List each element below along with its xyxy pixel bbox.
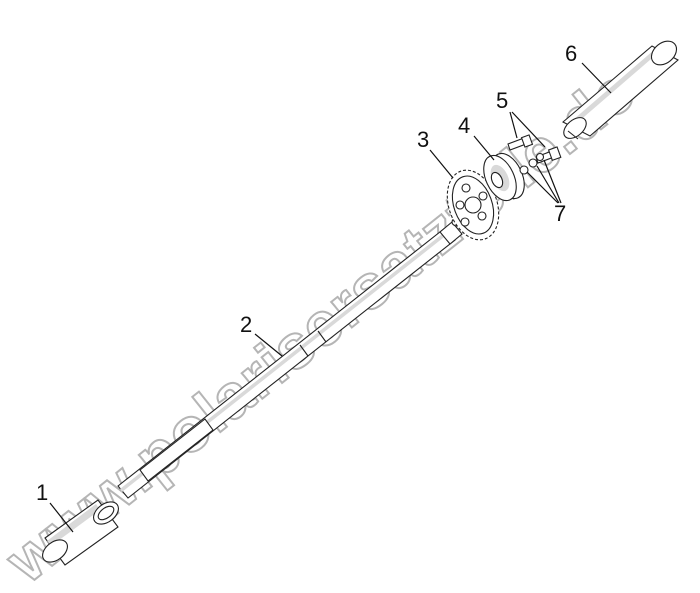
part-2-shaft xyxy=(117,217,463,499)
part-4-hub xyxy=(483,152,525,202)
callout-2-label: 2 xyxy=(240,312,252,337)
callout-6-label: 6 xyxy=(565,41,577,66)
callout-4: 4 xyxy=(458,113,495,161)
part-1-sleeve xyxy=(42,499,119,566)
part-3-sprocket xyxy=(446,169,500,241)
callout-5: 5 xyxy=(496,88,546,148)
callout-3-label: 3 xyxy=(417,127,429,152)
callout-6: 6 xyxy=(565,41,612,94)
part-7-nuts xyxy=(519,152,545,175)
callout-7: 7 xyxy=(526,159,566,226)
callout-1: 1 xyxy=(36,480,74,533)
callout-2: 2 xyxy=(240,312,283,357)
callout-7-label: 7 xyxy=(554,201,566,226)
callout-1-label: 1 xyxy=(36,480,48,505)
part-6-sleeve xyxy=(562,40,679,140)
callout-3: 3 xyxy=(417,127,454,179)
callout-5-label: 5 xyxy=(496,88,508,113)
callout-4-label: 4 xyxy=(458,113,470,138)
